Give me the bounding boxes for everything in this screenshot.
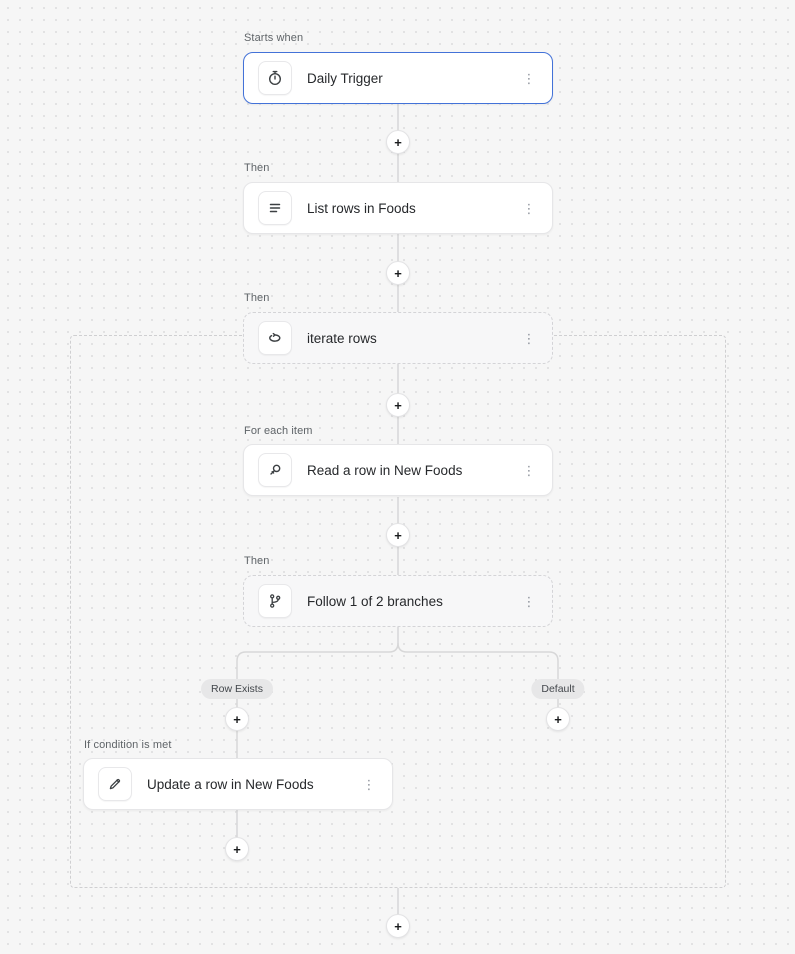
node-daily-trigger[interactable]: Daily Trigger ⋮	[243, 52, 553, 104]
node-read-a-row-in-new-foods[interactable]: Read a row in New Foods ⋮	[243, 444, 553, 496]
add-step-button-3[interactable]: +	[386, 393, 410, 417]
add-step-button-after-update[interactable]: +	[225, 837, 249, 861]
node-title: Read a row in New Foods	[307, 462, 463, 478]
node-title: Daily Trigger	[307, 70, 383, 86]
node-list-rows-in-foods[interactable]: List rows in Foods ⋮	[243, 182, 553, 234]
node-title: iterate rows	[307, 330, 377, 346]
add-step-button-4[interactable]: +	[386, 523, 410, 547]
branch-label-default[interactable]: Default	[531, 679, 585, 699]
kebab-menu-icon[interactable]: ⋮	[522, 593, 536, 609]
section-label-starts-when: Starts when	[244, 32, 304, 44]
kebab-menu-icon[interactable]: ⋮	[522, 330, 536, 346]
node-title: List rows in Foods	[307, 200, 416, 216]
kebab-menu-icon[interactable]: ⋮	[362, 776, 376, 792]
search-pin-icon	[258, 453, 292, 487]
list-icon	[258, 191, 292, 225]
kebab-menu-icon[interactable]: ⋮	[522, 70, 536, 86]
node-update-a-row-in-new-foods[interactable]: Update a row in New Foods ⋮	[83, 758, 393, 810]
add-step-button-1[interactable]: +	[386, 130, 410, 154]
add-step-button-2[interactable]: +	[386, 261, 410, 285]
pencil-icon	[98, 767, 132, 801]
add-step-button-after-loop[interactable]: +	[386, 914, 410, 938]
section-label-if-condition-met: If condition is met	[84, 739, 172, 751]
stopwatch-icon	[258, 61, 292, 95]
node-title: Follow 1 of 2 branches	[307, 593, 443, 609]
branch-icon	[258, 584, 292, 618]
branch-label-row-exists[interactable]: Row Exists	[201, 679, 273, 699]
add-step-button-branch-right[interactable]: +	[546, 707, 570, 731]
section-label-then-1: Then	[244, 162, 270, 174]
node-title: Update a row in New Foods	[147, 776, 314, 792]
section-label-for-each-item: For each item	[244, 425, 313, 437]
section-label-then-2: Then	[244, 292, 270, 304]
add-step-button-branch-left[interactable]: +	[225, 707, 249, 731]
node-iterate-rows[interactable]: iterate rows ⋮	[243, 312, 553, 364]
kebab-menu-icon[interactable]: ⋮	[522, 462, 536, 478]
node-follow-branches[interactable]: Follow 1 of 2 branches ⋮	[243, 575, 553, 627]
section-label-then-3: Then	[244, 555, 270, 567]
loop-icon	[258, 321, 292, 355]
kebab-menu-icon[interactable]: ⋮	[522, 200, 536, 216]
